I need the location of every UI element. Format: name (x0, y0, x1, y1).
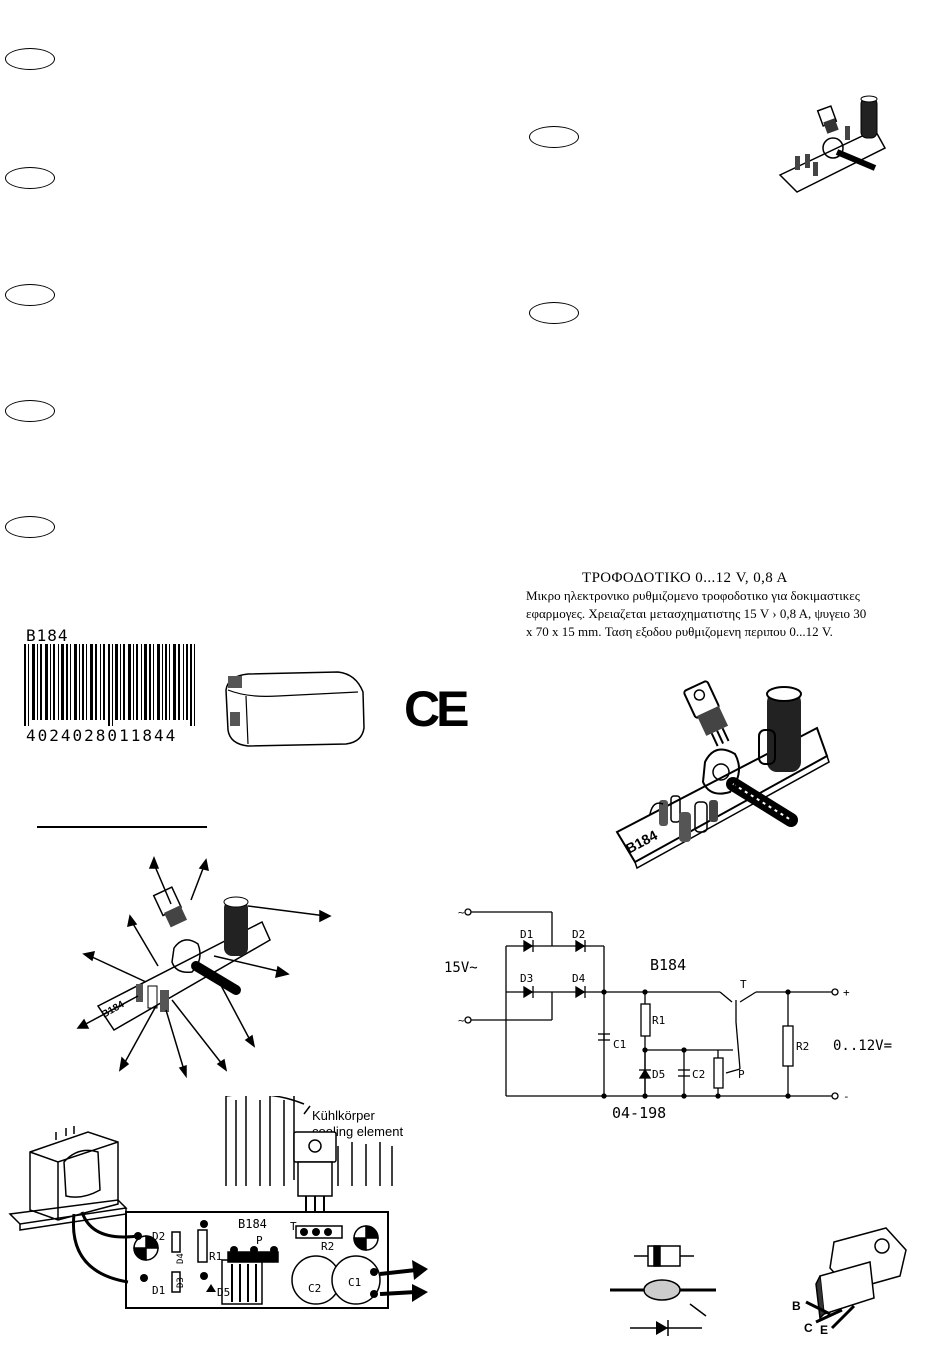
schematic-plus: + (843, 986, 850, 999)
schematic-c2: C2 (692, 1068, 705, 1081)
schematic-r1: R1 (652, 1014, 665, 1027)
schematic-input-voltage: 15V~ (444, 960, 478, 976)
wiring-d1: D1 (152, 1284, 165, 1297)
heatsink-label-de: Kühlkörper (312, 1108, 375, 1123)
schematic-ac-2: ~ (458, 1014, 465, 1027)
schematic-t: T (740, 978, 747, 991)
section-underline (37, 826, 207, 828)
kit-assembled-image: B184 (615, 680, 830, 870)
schematic-d3: D3 (520, 972, 533, 985)
transistor-package-image: B C E (792, 1227, 907, 1336)
schematic-r2: R2 (796, 1040, 809, 1053)
language-oval-4 (5, 400, 55, 422)
greek-line-2: εφαρμογες. Χρειαζεται μετασχηματιστης 15… (526, 606, 867, 621)
transistor-pin-c: C (804, 1321, 813, 1335)
schematic-code: 04-198 (612, 1104, 666, 1122)
schematic-output-voltage: 0..12V= (833, 1038, 892, 1054)
schematic-title: B184 (650, 956, 686, 974)
language-oval-3 (5, 284, 55, 306)
schematic-d5: D5 (652, 1068, 665, 1081)
wiring-r1: R1 (209, 1250, 222, 1263)
greek-line-1: Μικρο ηλεκτρονικο ρυθμιζομενο τροφοδοτικ… (526, 588, 860, 603)
language-oval-7 (529, 302, 579, 324)
schematic-p: P (738, 1068, 745, 1081)
circuit-schematic: ~ ~ D1 D2 D3 D4 D5 R1 R2 C1 C2 P T + - 1… (444, 906, 892, 1122)
schematic-c1: C1 (613, 1038, 626, 1051)
wiring-t: T (290, 1220, 297, 1233)
ce-mark: CE (404, 681, 469, 737)
language-oval-6 (529, 126, 579, 148)
kit-box-image (225, 671, 365, 747)
wiring-c1: C1 (348, 1276, 361, 1289)
wiring-d3: D3 (176, 1277, 186, 1288)
wiring-d5: D5 (217, 1286, 230, 1299)
wiring-d4: D4 (176, 1253, 186, 1264)
greek-title: ΤΡΟΦΟΔΟΤΙΚΟ 0...12 V, 0,8 A (582, 570, 788, 586)
wiring-c2: C2 (308, 1282, 321, 1295)
transistor-pin-e: E (820, 1323, 828, 1336)
language-oval-2 (5, 167, 55, 189)
component-callout-image: B184 (76, 856, 332, 1079)
schematic-d1: D1 (520, 928, 533, 941)
wiring-diagram: B184 D2 D1 D4 D3 D5 R1 P T R2 C1 C2 (8, 1096, 428, 1309)
diode-symbols (610, 1245, 716, 1336)
schematic-minus: - (843, 1090, 850, 1103)
wiring-r2: R2 (321, 1240, 334, 1253)
kit-thumbnail-image (778, 95, 887, 193)
schematic-ac-1: ~ (458, 906, 465, 919)
schematic-d2: D2 (572, 928, 585, 941)
wiring-p: P (256, 1234, 263, 1247)
language-oval-5 (5, 516, 55, 538)
greek-line-3: x 70 x 15 mm. Ταση εξοδου ρυθμιζομενη πε… (526, 624, 833, 639)
barcode-image (24, 644, 195, 726)
schematic-d4: D4 (572, 972, 586, 985)
wiring-d2: D2 (152, 1230, 165, 1243)
barcode-number: 4024028011844 (26, 726, 178, 745)
transistor-pin-b: B (792, 1299, 801, 1313)
wiring-board-label: B184 (238, 1217, 267, 1231)
barcode-label: B184 (26, 626, 69, 645)
language-oval-1 (5, 48, 55, 70)
